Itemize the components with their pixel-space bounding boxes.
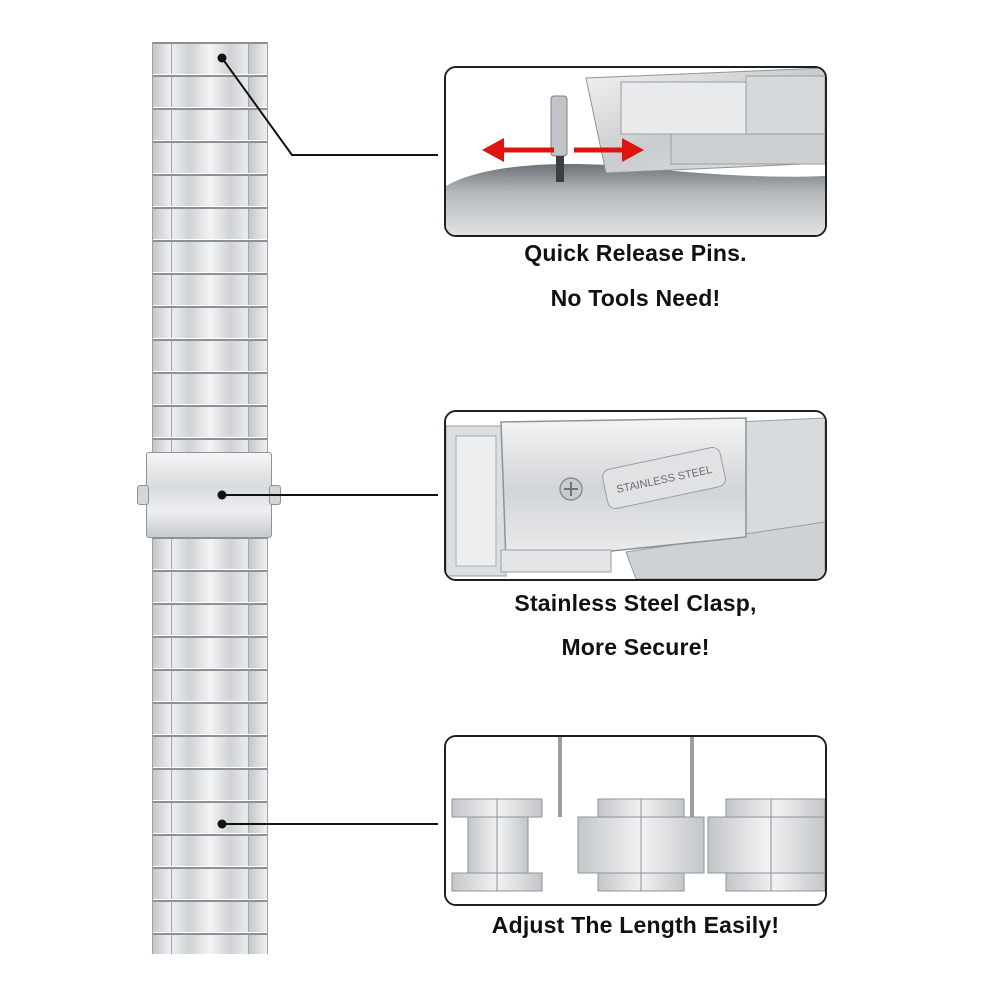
- clasp-caption-line-1: Stainless Steel Clasp,: [514, 590, 757, 616]
- arrow-left-icon: [482, 138, 554, 162]
- band-clasp-image: [137, 452, 281, 538]
- band-link: [153, 834, 267, 867]
- clasp-illustration: STAINLESS STEEL: [446, 412, 825, 579]
- quick-release-detail-panel: [444, 66, 827, 237]
- band-link: [153, 933, 267, 954]
- removable-pin-right: [690, 737, 694, 827]
- band-segment-right: [707, 798, 825, 892]
- adjust-length-caption: Adjust The Length Easily!: [491, 912, 780, 938]
- band-segment-left: [451, 798, 543, 892]
- clasp-caption-line-2: More Secure!: [561, 634, 710, 660]
- band-link: [153, 867, 267, 900]
- band-link: [153, 207, 267, 240]
- clasp-detail-panel: STAINLESS STEEL: [444, 410, 827, 581]
- clasp-knob-right: [269, 485, 281, 505]
- band-link: [153, 42, 267, 75]
- quick-release-illustration: [446, 68, 825, 235]
- band-link: [153, 273, 267, 306]
- band-link: [153, 768, 267, 801]
- band-link: [153, 75, 267, 108]
- band-link: [153, 702, 267, 735]
- quick-release-caption-line-2: No Tools Need!: [550, 285, 721, 311]
- band-link: [153, 669, 267, 702]
- band-link: [153, 801, 267, 834]
- band-link: [153, 240, 267, 273]
- band-link: [153, 570, 267, 603]
- adjust-length-detail-panel: [444, 735, 827, 906]
- adjust-length-illustration: [446, 737, 825, 904]
- band-link: [153, 141, 267, 174]
- band-link: [153, 339, 267, 372]
- band-link: [153, 603, 267, 636]
- band-link: [153, 306, 267, 339]
- band-link: [153, 636, 267, 669]
- band-link: [153, 405, 267, 438]
- band-link: [153, 735, 267, 768]
- band-link: [153, 174, 267, 207]
- arrow-right-icon: [574, 138, 644, 162]
- band-link: [153, 537, 267, 570]
- quick-release-caption-line-1: Quick Release Pins.: [524, 240, 747, 266]
- band-link: [153, 108, 267, 141]
- removable-pin-left: [558, 737, 562, 817]
- band-link: [153, 372, 267, 405]
- band-segment-middle: [577, 798, 705, 892]
- band-link: [153, 900, 267, 933]
- clasp-knob-left: [137, 485, 149, 505]
